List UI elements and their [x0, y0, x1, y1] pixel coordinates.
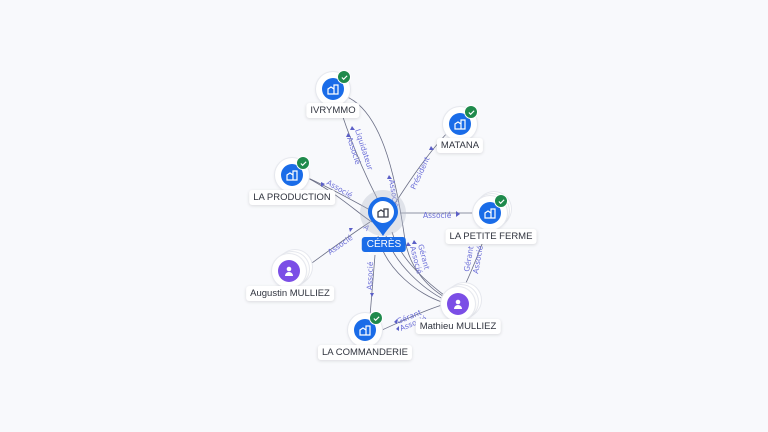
node-label-augustin-mulliez[interactable]: Augustin MULLIEZ: [246, 286, 334, 301]
edge-label-petite-ferme: Associé: [423, 211, 460, 220]
verified-check-icon: [464, 105, 478, 119]
map-pin-icon: [368, 197, 398, 236]
center-node-label[interactable]: CÉRÈS: [361, 237, 407, 252]
verified-check-icon: [494, 194, 508, 208]
arrow-icon: [321, 182, 325, 187]
verified-check-icon: [337, 70, 351, 84]
edge-production-mathieu: [305, 176, 373, 223]
edge-label-ivrymmo-ceres: Liquidateur Associé: [345, 126, 375, 172]
arrow-icon: [429, 146, 434, 150]
edge-label-text: Gérant: [462, 245, 475, 272]
edge-label-text: Associé: [365, 261, 375, 290]
arrow-icon: [412, 240, 417, 244]
edge-commanderie-ceres: [369, 254, 376, 317]
edge-label-production-mathieu: A: [362, 223, 372, 234]
company-icon: [449, 113, 471, 135]
edge-augustin-ceres: [304, 221, 371, 269]
edge-label-text: Associé: [326, 233, 355, 257]
arrow-icon: [349, 228, 353, 232]
node-label-ivrymmo[interactable]: IVRYMMO: [306, 103, 360, 118]
person-icon: [447, 293, 469, 315]
edge-production-ceres: [305, 176, 371, 211]
edge-commanderie-mathieu: [381, 304, 443, 331]
arrow-icon: [350, 126, 355, 130]
arrow-icon: [387, 175, 392, 179]
edge-label-text: A: [362, 223, 372, 234]
edge-label-text: Associé: [423, 211, 452, 220]
company-icon: [281, 164, 303, 186]
node-label-matana[interactable]: MATANA: [436, 138, 484, 153]
node-label-la-petite-ferme[interactable]: LA PETITE FERME: [445, 229, 537, 244]
verified-check-icon: [369, 311, 383, 325]
arrow-icon: [394, 319, 397, 324]
arrow-icon: [346, 133, 351, 137]
arrow-icon: [456, 211, 460, 217]
company-icon: [322, 78, 344, 100]
node-label-la-commanderie[interactable]: LA COMMANDERIE: [317, 345, 413, 360]
verified-check-icon: [296, 156, 310, 170]
edge-label-commanderie-ceres: Associé: [365, 261, 375, 297]
arrow-icon: [396, 326, 399, 331]
edge-label-augustin: Associé: [326, 228, 355, 257]
company-icon: [479, 202, 501, 224]
edge-label-text: Président: [409, 155, 432, 191]
edge-ivrymmo-mathieu: [344, 95, 451, 301]
company-icon: [354, 319, 376, 341]
arrow-icon: [370, 293, 374, 297]
node-label-la-production[interactable]: LA PRODUCTION: [249, 190, 335, 205]
node-label-mathieu-mulliez[interactable]: Mathieu MULLIEZ: [415, 319, 501, 334]
company-icon: [377, 208, 389, 218]
arrow-icon: [406, 242, 411, 246]
person-icon: [278, 260, 300, 282]
edge-matana-ceres: [393, 127, 453, 206]
edge-label-petite-ferme-mathieu: Gérant Associé: [462, 244, 485, 274]
